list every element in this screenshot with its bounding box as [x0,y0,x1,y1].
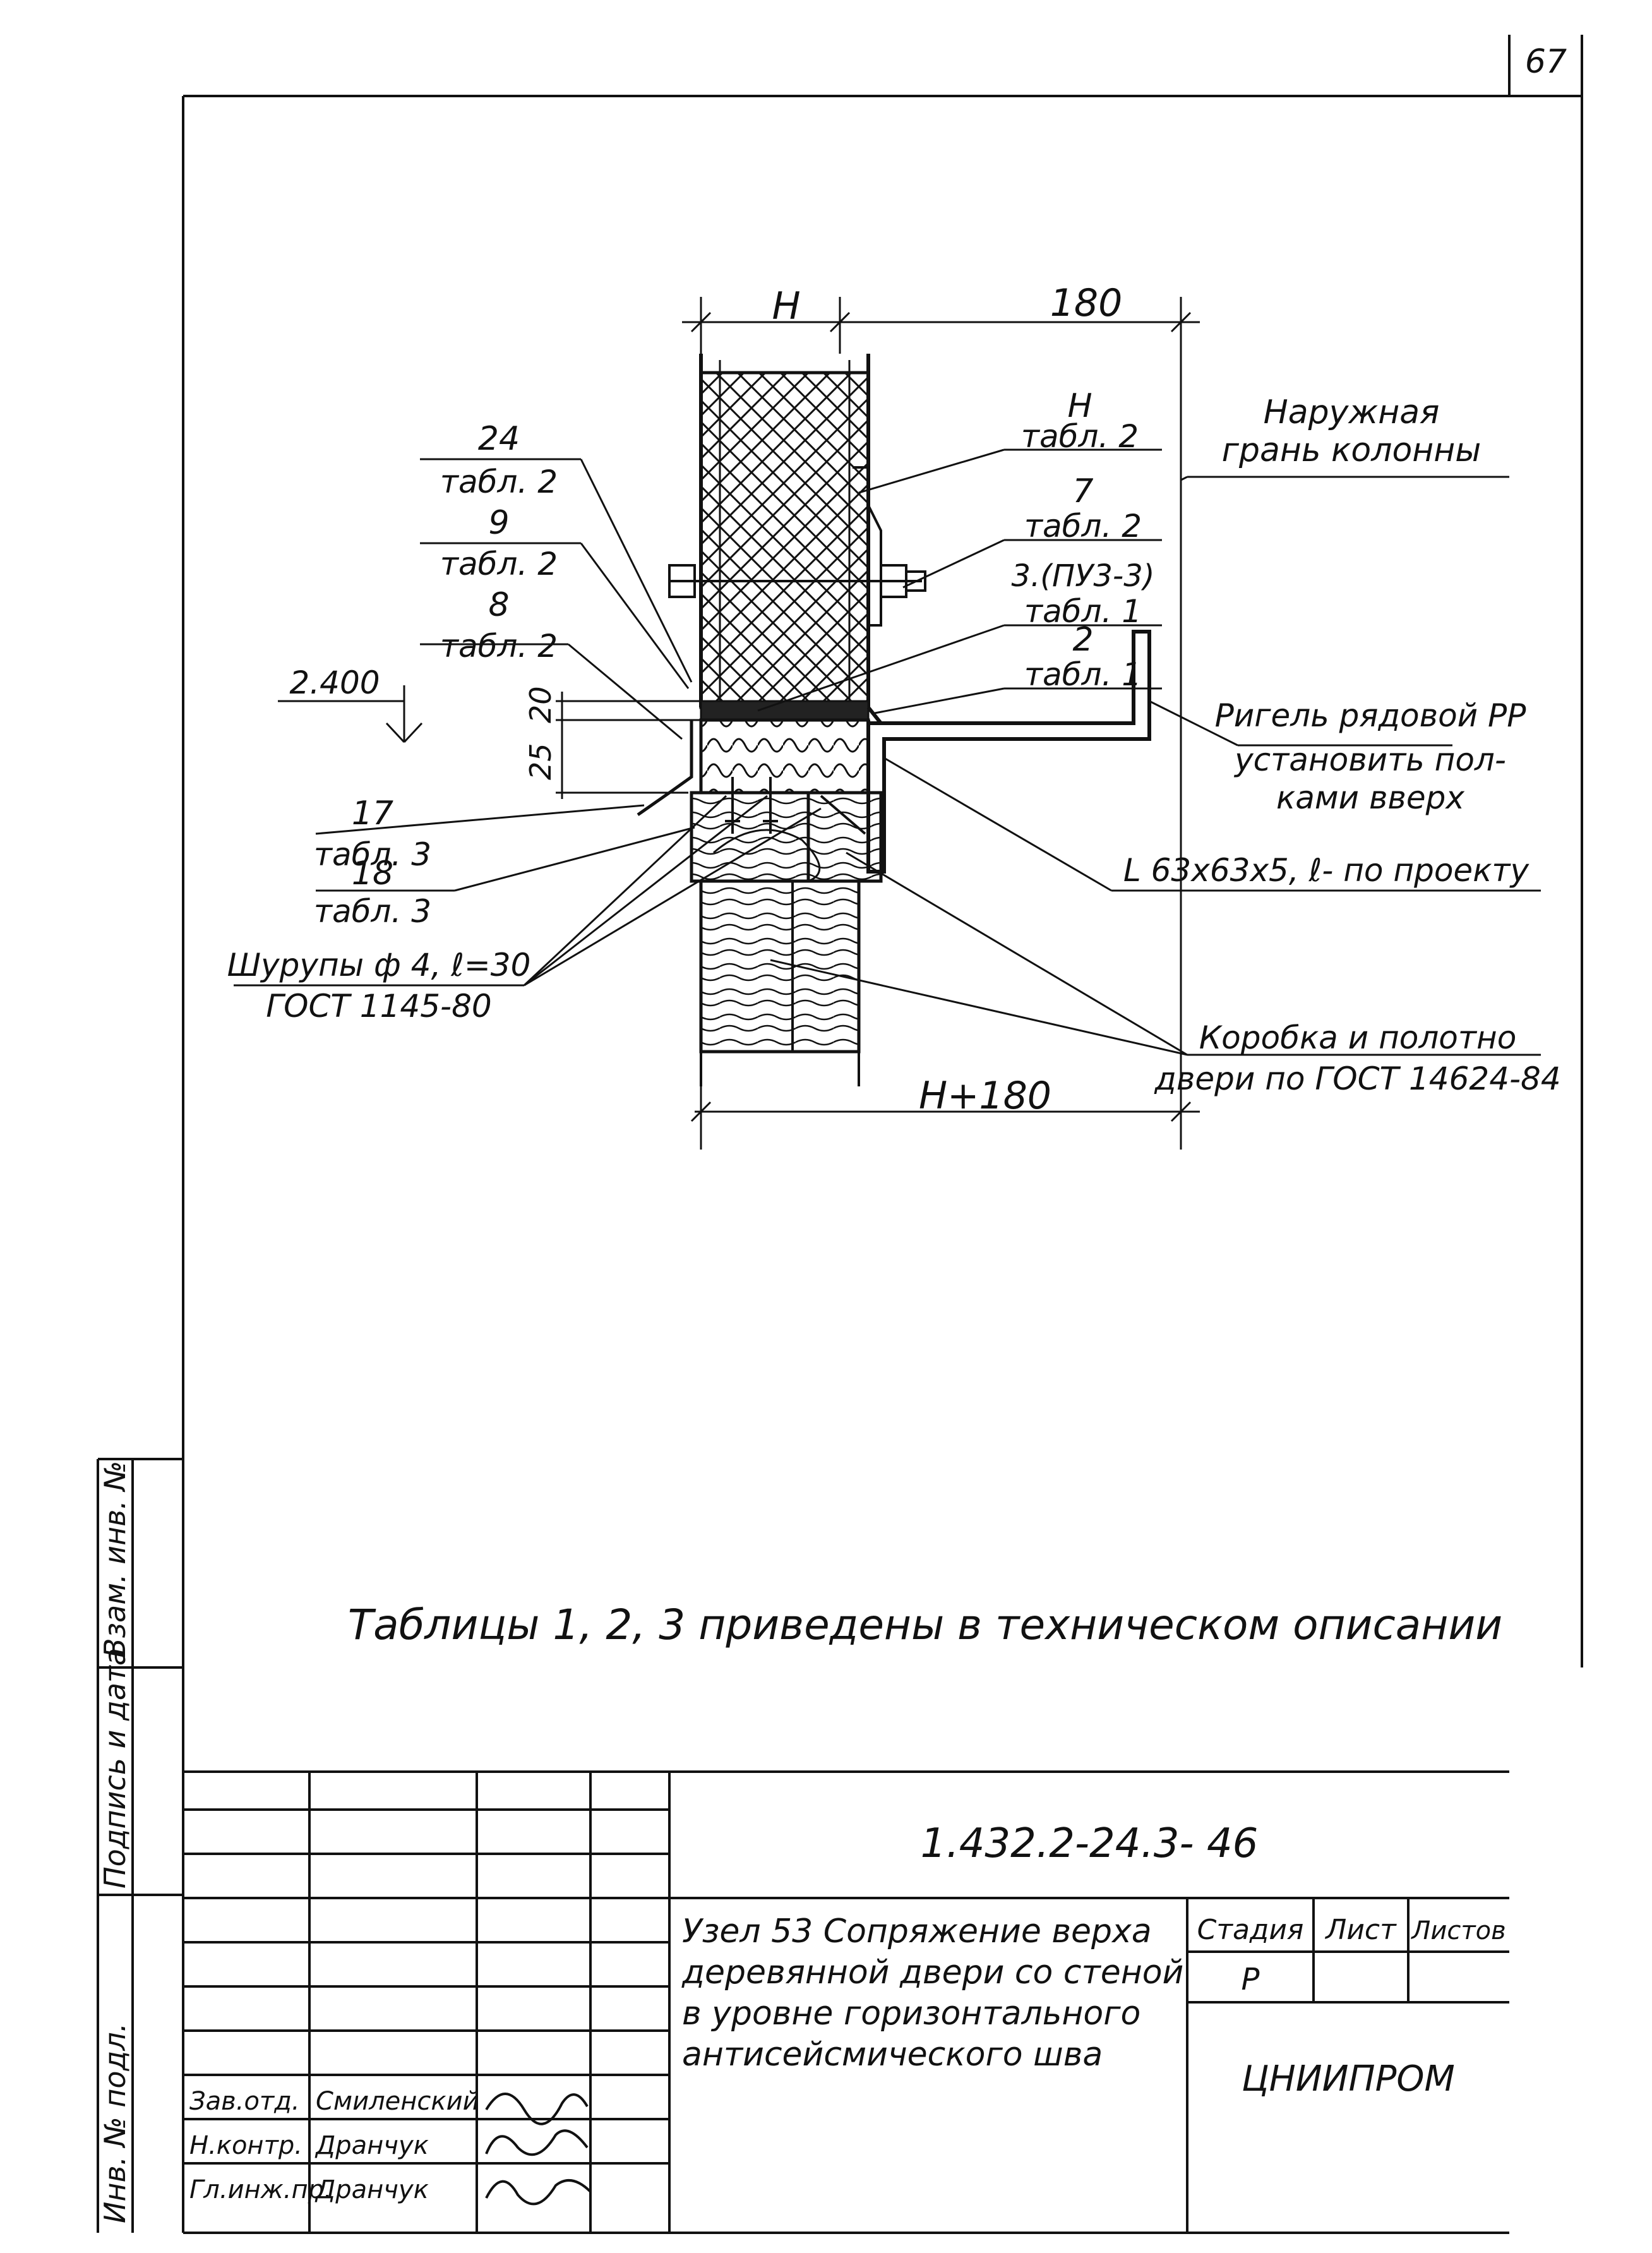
angle-label: L 63x63x5, ℓ- по проекту [1123,852,1530,889]
stamp-inv-no: Инв. № подл. [98,2023,132,2223]
callout-7-table: табл. 2 [1024,508,1142,544]
callout-2-num: 2 [1072,621,1093,659]
callout-h-num: Н [1067,387,1092,425]
girder-label-2: установить пол- [1233,742,1506,778]
screws [725,777,866,835]
signature-scribbles [485,2093,592,2206]
title-line-1: Узел 53 Сопряжение верха [682,1913,1152,1950]
dim-25: 25 [524,743,558,780]
door-label-1: Коробка и полотно [1199,1019,1517,1056]
callout-7-num: 7 [1072,472,1093,510]
callout-2-table: табл. 1 [1024,656,1142,693]
sheets-label: Листов [1410,1916,1505,1945]
tables-note: Таблицы 1, 2, 3 приведены в техническом … [348,1601,1502,1649]
callout-3-table: табл. 1 [1024,593,1142,630]
stamp-replace-inv: Взам. инв. № [98,1461,132,1658]
left-callouts [234,458,822,987]
sig-name-1: Смиленский [316,2087,479,2116]
callout-9-num: 9 [488,504,509,542]
sealant-strip [700,700,870,721]
doc-code: 1.432.2-24.3- 46 [921,1820,1259,1867]
door-label-2: двери по ГОСТ 14624-84 [1154,1060,1560,1097]
stamp-signature-date: Подпись и дата [98,1648,132,1889]
sig-name-3: Дранчук [314,2175,429,2204]
dim-h-plus-180: H+180 [919,1074,1051,1118]
door-leaf [699,879,861,1086]
outer-face-label-1: Наружная [1264,394,1440,431]
side-stamp: Инв. № подл. Подпись и дата Взам. инв. № [97,1458,183,2233]
title-line-2: деревянной двери со стеной [681,1954,1183,1992]
callout-h-table: табл. 2 [1021,418,1139,455]
girder-label-1: Ригель рядовой РР [1215,697,1527,734]
page-number: 67 [1525,43,1567,81]
callout-18-table: табл. 3 [314,893,431,930]
girder-label-3: ками вверх [1276,779,1464,816]
dim-h: H [772,284,800,328]
wall-panel [699,354,870,709]
callout-24-table: табл. 2 [440,464,558,500]
callout-8-num: 8 [488,586,509,624]
elevation-label: 2.400 [289,664,380,701]
dimension-lines [278,297,1200,1150]
sheet-frame [182,35,1583,2233]
sig-role-1: Зав.отд. [189,2087,300,2116]
right-callouts [757,448,1541,1056]
callout-24-num: 24 [478,420,520,458]
sig-name-2: Дранчук [314,2131,429,2160]
title-line-3: в уровне горизонтального [682,1995,1140,2033]
seal-filler [699,718,870,795]
callout-9-table: табл. 2 [440,546,558,582]
sheet-label: Лист [1324,1914,1397,1946]
screws-label-1: Шурупы ф 4, ℓ=30 [227,947,531,983]
screws-label-2: ГОСТ 1145-80 [266,988,491,1024]
stage-value: Р [1242,1962,1260,1997]
dim-180: 180 [1050,281,1123,325]
callout-17-num: 17 [352,795,393,832]
callout-3-num: 3.(ПУ3-3) [1012,558,1155,594]
anchor-bolt [668,466,926,627]
callout-8-table: табл. 2 [440,628,558,664]
dim-20: 20 [524,686,558,723]
stage-label: Стадия [1197,1914,1304,1946]
flashing-strip [637,720,693,817]
sig-role-2: Н.контр. [189,2131,302,2160]
callout-18-num: 18 [352,855,393,892]
sig-role-3: Гл.инж.пр. [189,2175,332,2204]
title-line-4: антисейсмического шва [682,2036,1103,2074]
outer-face-label-2: грань колонны [1222,431,1481,469]
callout-17-table: табл. 3 [314,836,431,873]
org-name: ЦНИИПРОМ [1242,2058,1455,2100]
title-block [183,1770,1509,2234]
